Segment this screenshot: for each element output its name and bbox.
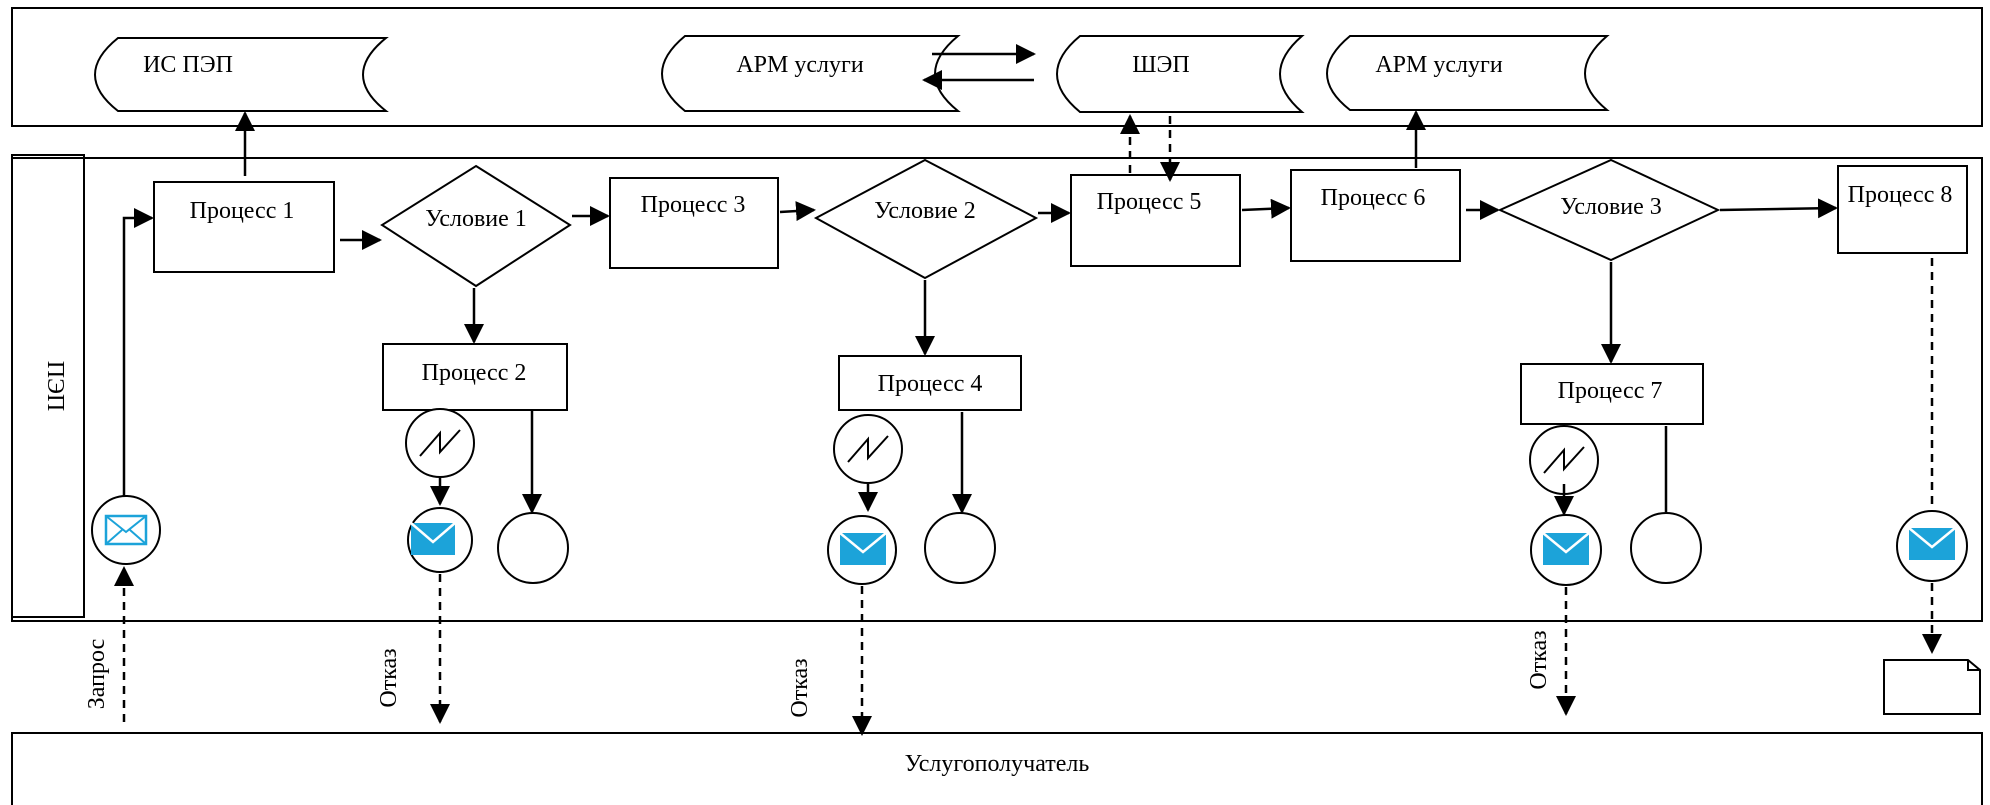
document-icon <box>1883 659 1981 715</box>
message-event-refuse-1 <box>407 507 473 573</box>
end-event-p4 <box>924 512 996 584</box>
process-2: Процесс 2 <box>382 343 568 411</box>
svg-text:Условие 3: Условие 3 <box>1560 194 1662 220</box>
flow-label-refuse-1: Отказ <box>376 648 402 707</box>
svg-text:Процесс 6: Процесс 6 <box>1321 185 1426 211</box>
svg-text:Процесс 3: Процесс 3 <box>641 192 746 218</box>
process-6: Процесс 6 <box>1290 169 1461 262</box>
process-5: Процесс 5 <box>1070 174 1241 267</box>
svg-text:ИС ПЭП: ИС ПЭП <box>143 52 233 78</box>
lane-top <box>11 7 1983 127</box>
lane-recipient <box>11 732 1983 805</box>
process-8: Процесс 8 <box>1837 165 1968 254</box>
condition-2: Условие 2 <box>813 158 1039 280</box>
svg-text:Процесс 2: Процесс 2 <box>422 360 527 386</box>
timer-icon <box>405 408 475 478</box>
store-shep: ШЭП <box>1056 35 1305 113</box>
svg-text:Условие 2: Условие 2 <box>874 198 976 224</box>
svg-text:Процесс 7: Процесс 7 <box>1558 378 1663 404</box>
process-3: Процесс 3 <box>609 177 779 269</box>
svg-text:АРМ услуги: АРМ услуги <box>1375 52 1502 78</box>
process-1: Процесс 1 <box>153 181 335 273</box>
svg-text:Условие 1: Условие 1 <box>425 206 527 232</box>
svg-text:АРМ услуги: АРМ услуги <box>736 52 863 78</box>
timer-icon <box>1529 425 1599 495</box>
svg-text:Процесс 5: Процесс 5 <box>1097 189 1202 215</box>
condition-1: Условие 1 <box>380 164 572 288</box>
store-arm-service-1: АРМ услуги <box>661 35 961 112</box>
arrow-p5-to-p6 <box>1241 198 1291 219</box>
envelope-icon <box>839 532 887 565</box>
svg-text:Процесс 4: Процесс 4 <box>878 371 983 397</box>
svg-text:Процесс 8: Процесс 8 <box>1848 182 1953 208</box>
arrow-start-to-p1 <box>122 208 154 497</box>
svg-text:Процесс 1: Процесс 1 <box>190 198 295 224</box>
flow-label-request: Запрос <box>84 639 110 709</box>
store-arm-service-2: АРМ услуги <box>1326 35 1610 111</box>
process-7: Процесс 7 <box>1520 363 1704 425</box>
condition-3: Условие 3 <box>1497 158 1721 262</box>
lane-pep-label: ПЭП <box>42 361 68 412</box>
envelope-icon <box>1542 532 1590 565</box>
message-event-result <box>1896 510 1968 582</box>
flow-label-refuse-3: Отказ <box>1526 630 1552 689</box>
arrow-c3-to-p8 <box>1719 198 1838 219</box>
message-event-refuse-2 <box>827 515 897 585</box>
process-4: Процесс 4 <box>838 355 1022 411</box>
lane-recipient-label: Услугополучатель <box>905 751 1090 777</box>
end-event-p7 <box>1630 512 1702 584</box>
flow-label-refuse-2: Отказ <box>787 658 813 717</box>
arrow-p3-to-c2 <box>779 201 816 222</box>
svg-text:ШЭП: ШЭП <box>1132 52 1189 78</box>
end-event-p2 <box>497 512 569 584</box>
envelope-icon <box>104 514 148 546</box>
store-is-pep: ИС ПЭП <box>94 37 389 112</box>
timer-icon <box>833 414 903 484</box>
start-message-event <box>91 495 161 565</box>
envelope-icon <box>1908 527 1956 560</box>
message-event-refuse-3 <box>1530 514 1602 586</box>
lane-pep-header <box>11 154 85 618</box>
envelope-icon <box>410 522 456 555</box>
